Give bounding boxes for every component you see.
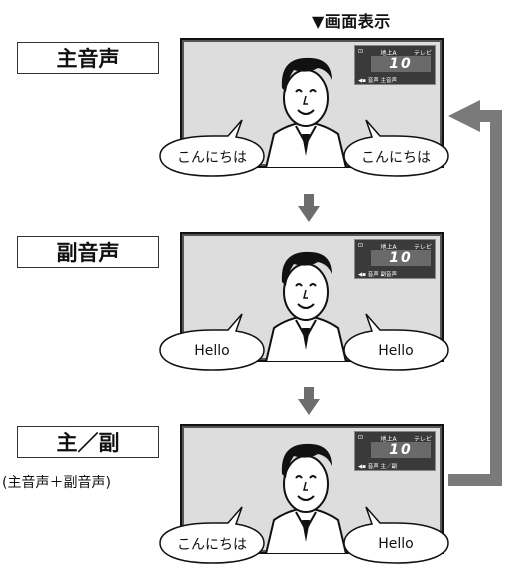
- bubble-text: Hello: [378, 343, 414, 359]
- mode-label-sub: 副音声: [17, 236, 159, 268]
- loop-arrow-icon: [448, 100, 502, 486]
- speech-bubble-right: Hello: [342, 505, 450, 565]
- arrow-down-icon: [298, 194, 320, 222]
- osd-kind: テレビ: [413, 436, 432, 443]
- osd-panel: ⊡ 地上A テレビ 10 ◀▪ 音声 主音声: [354, 45, 436, 85]
- osd-source-icon: ⊡: [358, 242, 364, 249]
- bubble-text: Hello: [378, 536, 414, 552]
- speech-bubble-right: Hello: [342, 312, 450, 372]
- mode-label-main: 主音声: [17, 42, 159, 74]
- osd-kind: テレビ: [413, 50, 432, 57]
- mode-label-main-sub: 主／副: [17, 426, 159, 458]
- osd-panel: ⊡ 地上A テレビ 10 ◀▪ 音声 副音声: [354, 239, 436, 279]
- speaker-icon: ◀▪: [358, 78, 368, 84]
- bubble-text: Hello: [194, 343, 230, 359]
- osd-channel: 10: [371, 442, 431, 458]
- person-illustration: [264, 251, 348, 362]
- osd-audio: 音声 主音声: [367, 78, 397, 84]
- speech-bubble-left: こんにちは: [158, 118, 266, 178]
- osd-broadcast: 地上A: [380, 244, 397, 251]
- speech-bubble-left: Hello: [158, 312, 266, 372]
- osd-channel: 10: [371, 56, 431, 72]
- speaker-icon: ◀▪: [358, 464, 368, 470]
- speech-bubble-right: こんにちは: [342, 118, 450, 178]
- osd-audio: 音声 主／副: [367, 464, 397, 470]
- osd-source-icon: ⊡: [358, 48, 364, 55]
- bubble-text: こんにちは: [177, 150, 247, 166]
- person-illustration: [264, 57, 348, 168]
- mode-sublabel-main-sub: (主音声＋副音声): [2, 475, 111, 491]
- osd-channel: 10: [371, 250, 431, 266]
- arrow-down-icon: [298, 387, 320, 415]
- speech-bubble-left: こんにちは: [158, 505, 266, 565]
- screen-display-header: ▼画面表示: [312, 12, 391, 31]
- osd-source-icon: ⊡: [358, 434, 364, 441]
- bubble-text: こんにちは: [177, 537, 247, 553]
- osd-audio: 音声 副音声: [367, 272, 397, 278]
- bubble-text: こんにちは: [361, 150, 431, 166]
- osd-broadcast: 地上A: [380, 436, 397, 443]
- osd-panel: ⊡ 地上A テレビ 10 ◀▪ 音声 主／副: [354, 431, 436, 471]
- osd-kind: テレビ: [413, 244, 432, 251]
- person-illustration: [264, 443, 348, 554]
- osd-broadcast: 地上A: [380, 50, 397, 57]
- speaker-icon: ◀▪: [358, 272, 368, 278]
